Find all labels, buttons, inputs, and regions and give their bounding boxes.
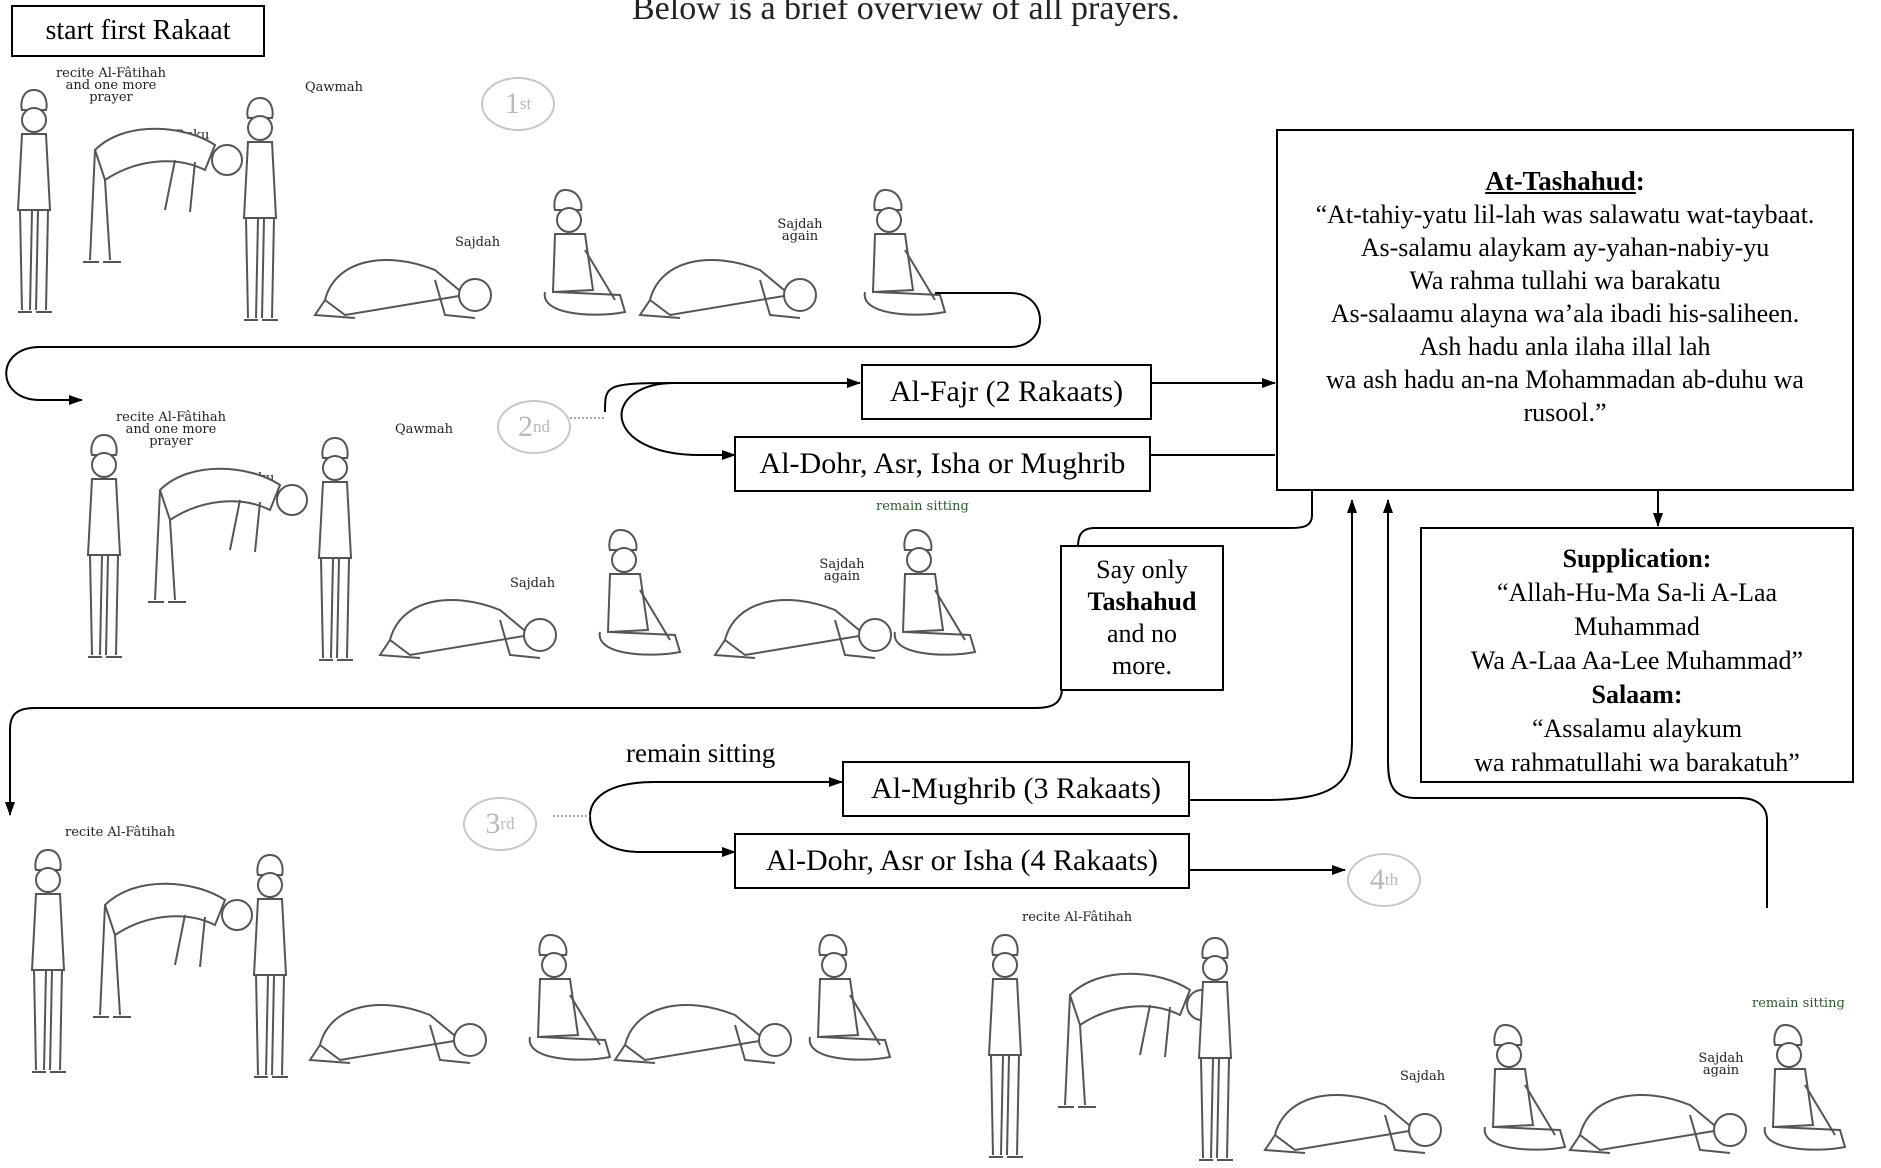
- label-line: recite Al-Fâtihah: [115, 410, 227, 425]
- flow-line-split-2: [620, 382, 736, 460]
- label-line: and one more: [65, 78, 157, 93]
- label-sajdah-2: Sajdah: [510, 576, 556, 591]
- salaam-line: “Assalamu alaykum: [1531, 714, 1743, 743]
- rakaat-suffix: rd: [500, 814, 515, 833]
- tashahud-only-line4: more.: [1112, 651, 1172, 680]
- tashahud-heading-row: At-Tashahud:: [1278, 165, 1852, 198]
- label-sajdah-again-1: Sajdah again: [776, 217, 824, 244]
- page-title: Below is a brief overview of all prayers…: [632, 0, 1180, 27]
- rakaat-suffix: th: [1384, 870, 1399, 889]
- branch-dohr-asr-isha-mughrib: Al-Dohr, Asr, Isha or Mughrib: [734, 436, 1151, 492]
- label-sajdah-again-2: Sajdah again: [818, 557, 866, 584]
- label-remain-sitting-4: remain sitting: [1752, 996, 1845, 1011]
- label-line: recite Al-Fâtihah: [55, 66, 167, 81]
- tashahud-line: rusool.”: [1523, 398, 1607, 427]
- label-qawmah-2: Qawmah: [395, 422, 453, 437]
- label-line: prayer: [149, 434, 193, 449]
- flow-line-r4-to-tashahud: [1383, 499, 1768, 908]
- tashahud-panel: At-Tashahud: “At-tahiy-yatu lil-lah was …: [1276, 129, 1854, 491]
- flow-line-r1-to-r2: [5, 292, 1041, 405]
- salaam-line: wa rahmatullahi wa barakatuh”: [1474, 748, 1800, 777]
- rakaat-number: 4: [1369, 863, 1385, 896]
- branch-mughrib: Al-Mughrib (3 Rakaats): [842, 761, 1190, 817]
- supplication-line: Muhammad: [1574, 612, 1700, 641]
- label-qawmah-1: Qawmah: [305, 80, 363, 95]
- tashahud-only-bold: Tashahud: [1087, 587, 1197, 616]
- label-line: again: [823, 569, 861, 584]
- tashahud-line: As-salaamu alayna wa’ala ibadi his-salih…: [1330, 299, 1800, 328]
- rakaat-suffix: nd: [533, 417, 550, 436]
- label-line: Sajdah: [777, 217, 823, 232]
- rakaat-number: 3: [485, 807, 501, 840]
- label-line: Sajdah: [819, 557, 865, 572]
- label-line: prayer: [89, 90, 133, 105]
- tashahud-line: Wa rahma tullahi wa barakatu: [1409, 266, 1721, 295]
- rakaat-number: 1: [504, 87, 520, 120]
- label-remain-sitting-2: remain sitting: [876, 499, 969, 514]
- rakaat-number: 2: [518, 410, 533, 443]
- salaam-heading: Salaam:: [1591, 680, 1683, 709]
- flow-line-mughrib-to-tashahud: [1190, 499, 1357, 801]
- label-line: again: [781, 229, 819, 244]
- flow-line-tashahud-only: [1077, 490, 1313, 549]
- label-line: and one more: [125, 422, 217, 437]
- label-recite-fatihah-4: recite Al-Fâtihah: [1022, 910, 1133, 925]
- branch-fajr: Al-Fajr (2 Rakaats): [861, 364, 1152, 420]
- label-line: again: [1702, 1063, 1740, 1078]
- label-sajdah-1: Sajdah: [455, 235, 501, 250]
- supplication-heading: Supplication:: [1562, 544, 1712, 573]
- flow-line-fajr-branch: [604, 378, 861, 413]
- tashahud-line: Ash hadu anla ilaha illal lah: [1419, 332, 1711, 361]
- start-rakaat-label: start first Rakaat: [11, 5, 265, 57]
- tashahud-only-line1: Say only: [1096, 555, 1188, 584]
- flow-line-r2-to-r3: [5, 687, 1063, 816]
- remain-sitting-label: remain sitting: [626, 738, 776, 768]
- label-recite-fatihah-1: recite Al-Fâtihah and one more prayer: [46, 66, 176, 105]
- tashahud-only-line3: and no: [1106, 619, 1178, 648]
- tashahud-only-box: Say only Tashahud and no more.: [1060, 545, 1224, 691]
- tashahud-line: “At-tahiy-yatu lil-lah was salawatu wat-…: [1315, 200, 1815, 229]
- supplication-panel: Supplication: “Allah-Hu-Ma Sa-li A-Laa M…: [1420, 527, 1854, 783]
- rakaat-suffix: st: [519, 94, 532, 113]
- label-recite-fatihah-2: recite Al-Fâtihah and one more prayer: [106, 410, 236, 449]
- tashahud-heading: At-Tashahud: [1485, 166, 1636, 196]
- tashahud-line: As-salamu alaykam ay-yahan-nabiy-yu: [1360, 233, 1770, 262]
- label-sajdah-4: Sajdah: [1400, 1069, 1446, 1084]
- tashahud-colon: :: [1635, 166, 1645, 196]
- branch-dohr-asr-isha: Al-Dohr, Asr or Isha (4 Rakaats): [734, 833, 1190, 889]
- tashahud-line: wa ash hadu an-na Mohammadan ab-duhu wa: [1326, 365, 1804, 394]
- supplication-line: “Allah-Hu-Ma Sa-li A-Laa: [1496, 578, 1778, 607]
- supplication-line: Wa A-Laa Aa-Lee Muhammad”: [1470, 646, 1804, 675]
- label-line: Sajdah: [1698, 1051, 1744, 1066]
- label-recite-fatihah-3: recite Al-Fâtihah: [65, 825, 176, 840]
- label-sajdah-again-4: Sajdah again: [1697, 1051, 1745, 1078]
